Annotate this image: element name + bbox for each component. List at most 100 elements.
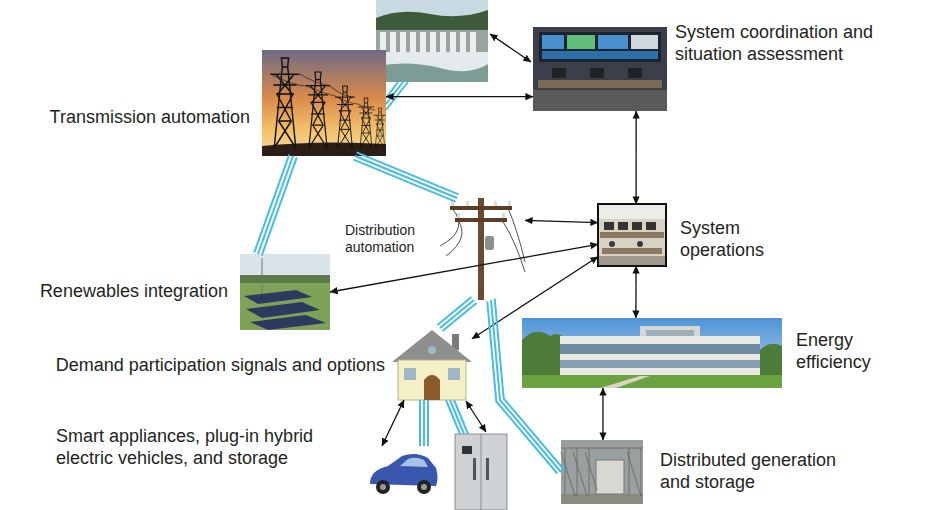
signal-arrow-part (490, 34, 531, 62)
node-label: System coordination and situation assess… (675, 22, 925, 65)
utility-pole-symbol-part (478, 198, 484, 300)
power-line (254, 155, 297, 256)
operations-node: System operations (598, 204, 666, 266)
refrigerator-symbol-part (486, 458, 489, 480)
arrow-line (386, 96, 533, 97)
appliances-node: Smart appliances, plug-in hybrid electri… (368, 446, 438, 496)
node-label: Distribution automation (345, 222, 437, 256)
arrow-line (602, 388, 603, 440)
control-room-photo-part (533, 27, 667, 111)
control-room-photo-part (533, 90, 667, 111)
node-label: Renewables integration (40, 281, 228, 303)
renewables-node: Renewables integration (240, 254, 330, 330)
power-line (437, 297, 476, 331)
arrow-line (525, 220, 598, 222)
dam-photo-part (400, 32, 406, 52)
car-symbol-part (376, 480, 390, 494)
dam-photo-part (376, 52, 488, 82)
power-line-strand (262, 157, 297, 255)
control-room-photo (533, 27, 667, 111)
utility-pole-symbol-part (508, 201, 511, 206)
generation-enclosure-photo-part (561, 440, 643, 504)
signal-arrow-part (466, 401, 486, 432)
generation-enclosure-photo-part (561, 494, 643, 504)
signal-arrow (635, 266, 636, 318)
control-room-photo-part (598, 35, 628, 49)
signal-arrow (525, 220, 598, 222)
power-line (353, 152, 458, 201)
power-line-strand (419, 400, 421, 446)
solar-field-photo-part (240, 283, 330, 330)
solar-field-photo (240, 254, 330, 330)
house-symbol-part (424, 375, 440, 400)
dam-photo-part (440, 32, 446, 52)
power-line-part (454, 400, 468, 434)
power-line-strand (487, 302, 557, 474)
control-room-photo-part (542, 35, 564, 49)
dam-photo-part (460, 32, 466, 52)
operations-room-photo-part (600, 232, 664, 238)
demand-node: Demand participation signals and options (392, 328, 472, 400)
control-room-photo-part (567, 35, 595, 49)
house-symbol-part (428, 346, 436, 354)
solar-field-photo-part (240, 254, 330, 330)
transmission-towers-photo-part (270, 74, 375, 110)
operations-room-photo (598, 204, 666, 266)
arrow-line (472, 257, 598, 339)
utility-pole-symbol (440, 198, 525, 300)
generation-enclosure-photo (561, 440, 643, 504)
power-line-strand (491, 300, 561, 472)
car-symbol-part (421, 484, 427, 490)
tower-symbol (271, 58, 300, 148)
operations-room-photo-part (637, 241, 643, 247)
power-line (386, 82, 468, 434)
utility-pole-symbol-part (494, 201, 497, 206)
dam-photo-part (470, 32, 476, 52)
solar-field-photo-part (246, 302, 320, 318)
office-building-photo-part (646, 330, 694, 336)
refrigerator-symbol-part (473, 458, 476, 480)
node-label: Distributed generation and storage (660, 450, 850, 493)
node-label: Smart appliances, plug-in hybrid electri… (56, 426, 356, 469)
dam-photo-part (430, 32, 436, 52)
transmission-towers-photo (262, 50, 386, 156)
tower-symbol (306, 72, 330, 148)
office-building-photo-part (560, 336, 760, 376)
arrow-line (635, 266, 637, 318)
operations-room-photo-part (632, 222, 642, 230)
control-room-photo-part (590, 68, 604, 78)
tower-symbol (374, 108, 386, 148)
dam-photo-part (410, 32, 416, 52)
power-line-strand (353, 160, 455, 202)
node-label: Transmission automation (50, 107, 250, 129)
signal-arrow (386, 96, 533, 97)
generation-node: Distributed generation and storage (561, 440, 643, 504)
power-line-strand (258, 156, 293, 254)
car-symbol-part (380, 484, 386, 490)
utility-pole-symbol-part (450, 206, 512, 210)
coordination-node: System coordination and situation assess… (533, 27, 667, 111)
office-building-photo (522, 318, 782, 388)
dam-photo-part (420, 32, 426, 52)
power-line (420, 400, 428, 446)
solar-field-photo-part (262, 258, 263, 298)
operations-room-photo-part (598, 204, 666, 266)
car-symbol-part (417, 480, 431, 494)
generation-enclosure-photo-part (561, 448, 643, 496)
control-room-photo-part (552, 68, 566, 78)
office-building-photo-part (560, 344, 760, 354)
control-room-photo-part (628, 68, 642, 78)
operations-room-photo-part (646, 222, 656, 230)
refrigerator-symbol-part (455, 434, 507, 510)
utility-pole-symbol-part (466, 201, 469, 206)
efficiency-node: Energy efficiency (522, 318, 782, 388)
signal-arrow (382, 400, 404, 446)
solar-field-photo-part (250, 315, 326, 330)
power-line-strand (427, 400, 429, 446)
operations-room-photo-part (618, 222, 628, 230)
operations-room-photo-part (609, 241, 615, 247)
dam-photo-part (450, 32, 456, 52)
house-symbol-part (404, 368, 416, 380)
connector-group (254, 97, 636, 474)
